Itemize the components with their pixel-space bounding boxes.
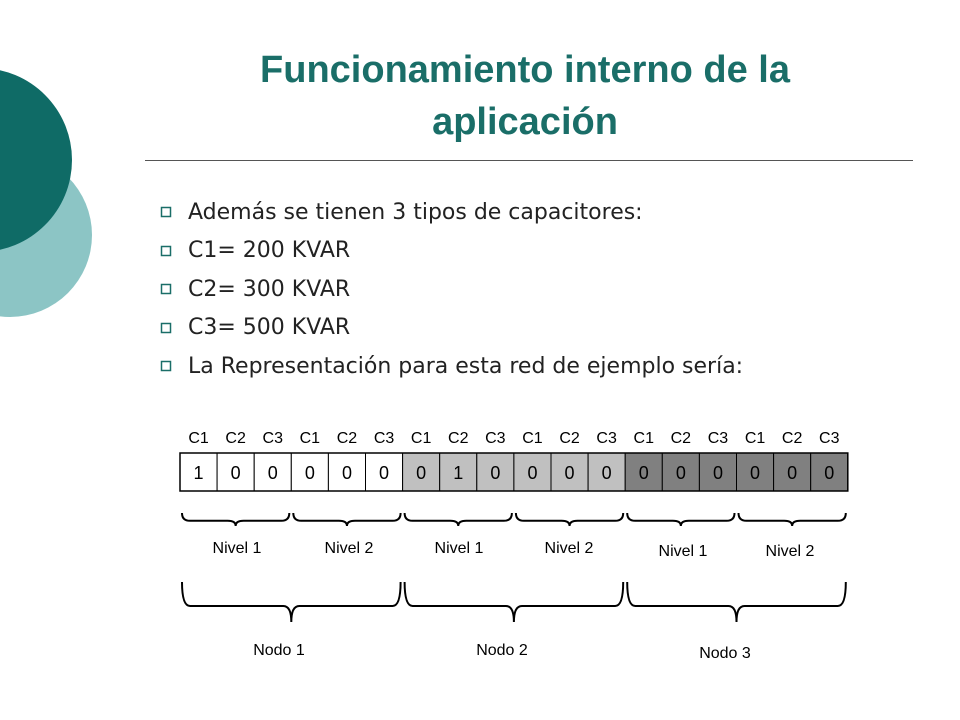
level-label: Nivel 1 [435, 540, 484, 557]
bit-value: 0 [527, 463, 537, 483]
bullet-text: La Representación para esta red de ejemp… [188, 353, 744, 379]
capacitor-label: C1 [634, 430, 655, 447]
bit-value: 0 [787, 463, 797, 483]
bit-value: 0 [824, 463, 834, 483]
capacitor-label: C3 [708, 430, 729, 447]
slide-title: Funcionamiento interno de la aplicación [140, 44, 910, 148]
hollow-square-bullet-icon [160, 232, 188, 270]
bit-cell [439, 452, 478, 492]
capacitor-label: C1 [300, 430, 321, 447]
level-label: Nivel 2 [325, 540, 374, 557]
level-label: Nivel 1 [659, 543, 708, 560]
capacitor-label: C2 [337, 430, 358, 447]
bullet-item: La Representación para esta red de ejemp… [160, 347, 743, 386]
bullet-text: Además se tienen 3 tipos de capacitores: [188, 199, 643, 225]
capacitor-label: C3 [263, 430, 284, 447]
bit-value: 0 [342, 463, 352, 483]
bullet-text: C2= 300 KVAR [188, 276, 351, 302]
curly-brace [403, 581, 625, 623]
bullet-text: C1= 200 KVAR [188, 238, 351, 264]
curly-brace [181, 512, 291, 527]
bit-value: 0 [231, 463, 241, 483]
level-label: Nivel 2 [545, 540, 594, 557]
capacitor-label: C2 [782, 430, 803, 447]
capacitor-label: C2 [671, 430, 692, 447]
node-label: Nodo 3 [699, 645, 751, 662]
bit-value: 0 [750, 463, 760, 483]
bit-value: 0 [676, 463, 686, 483]
bit-value: 1 [194, 463, 204, 483]
curly-brace [181, 581, 402, 623]
bit-value: 0 [639, 463, 649, 483]
decorative-circles [0, 70, 92, 317]
bit-value: 1 [453, 463, 463, 483]
capacitor-label: C1 [522, 430, 543, 447]
bit-cell [290, 452, 329, 492]
capacitor-label: C1 [188, 430, 209, 447]
capacitor-label: C1 [745, 430, 766, 447]
capacitor-label: C3 [596, 430, 617, 447]
bit-value: 0 [565, 463, 575, 483]
bit-value: 0 [416, 463, 426, 483]
bit-value: 0 [490, 463, 500, 483]
capacitor-label: C3 [374, 430, 395, 447]
decorative-circle-dark [0, 70, 72, 250]
curly-brace [626, 581, 847, 623]
capacitor-label: C2 [559, 430, 580, 447]
bit-value: 0 [305, 463, 315, 483]
hollow-square-bullet-icon [160, 309, 188, 347]
slide-title-line1: Funcionamiento interno de la [260, 49, 790, 91]
capacitor-label: C1 [411, 430, 432, 447]
bit-value: 0 [602, 463, 612, 483]
bullet-item: C1= 200 KVAR [160, 232, 743, 271]
capacitor-label: C3 [485, 430, 506, 447]
curly-brace [626, 512, 736, 527]
hollow-square-bullet-icon [160, 347, 188, 385]
bit-cell [587, 452, 626, 492]
curly-brace [292, 512, 402, 527]
bit-cell [216, 452, 255, 492]
bit-value: 0 [268, 463, 278, 483]
bullet-item: C3= 500 KVAR [160, 309, 743, 348]
bullet-item: Además se tienen 3 tipos de capacitores: [160, 193, 743, 232]
node-label: Nodo 1 [253, 642, 305, 659]
bit-cell [253, 452, 292, 492]
bullet-text: C3= 500 KVAR [188, 315, 351, 341]
level-label: Nivel 2 [766, 543, 815, 560]
bit-cell [365, 452, 404, 492]
curly-brace [403, 512, 513, 527]
curly-brace [514, 512, 625, 527]
bit-cell [550, 452, 589, 492]
curly-brace [737, 512, 847, 527]
level-label: Nivel 1 [213, 540, 262, 557]
node-label: Nodo 2 [476, 642, 528, 659]
bit-value: 0 [379, 463, 389, 483]
slide-title-line2: aplicación [432, 101, 618, 143]
hollow-square-bullet-icon [160, 193, 188, 231]
bullet-item: C2= 300 KVAR [160, 270, 743, 309]
bit-value: 0 [713, 463, 723, 483]
title-divider [145, 160, 913, 161]
capacitor-label: C3 [819, 430, 840, 447]
capacitor-label: C2 [225, 430, 246, 447]
hollow-square-bullet-icon [160, 270, 188, 308]
capacitor-label: C2 [448, 430, 469, 447]
bullet-list: Además se tienen 3 tipos de capacitores:… [160, 193, 743, 386]
bit-array-border [179, 452, 849, 492]
